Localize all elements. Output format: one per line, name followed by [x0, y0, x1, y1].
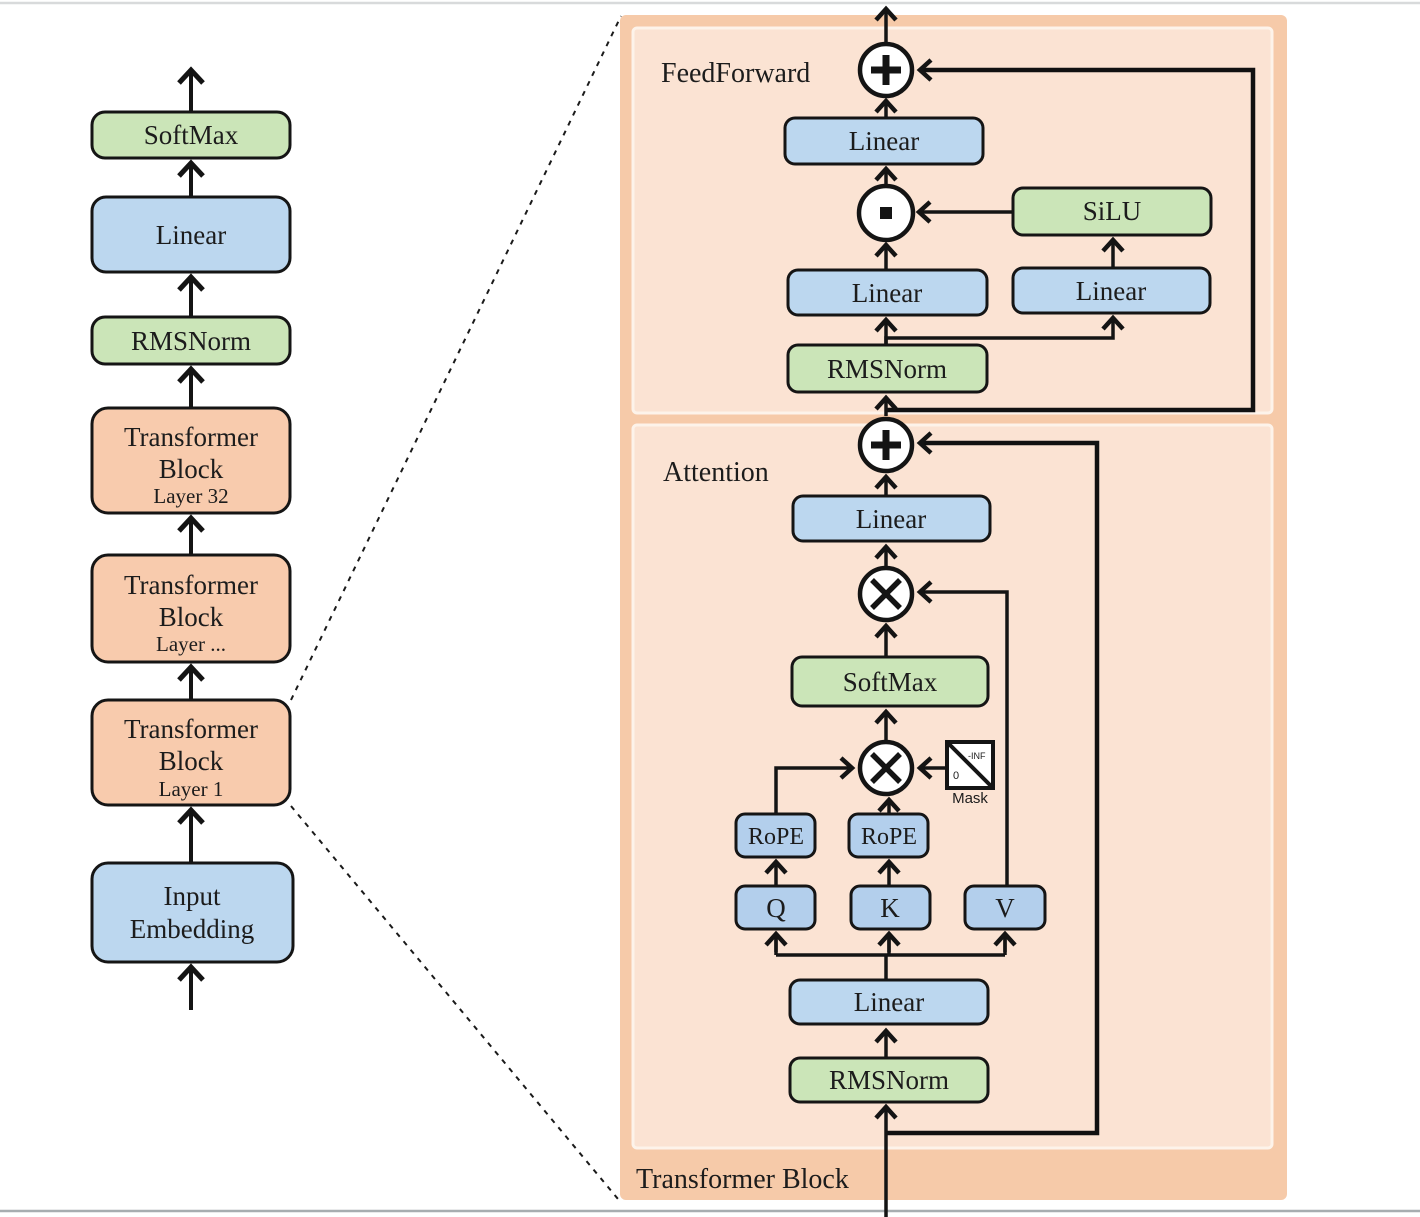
softmax-box — [90, 110, 292, 160]
ff-rmsnorm-label: RMSNorm — [827, 354, 947, 384]
mask-icon: -INF 0 Mask — [945, 740, 995, 807]
tb1-line2: Block — [159, 746, 224, 776]
tb32-line1: Transformer — [124, 422, 258, 452]
input-embedding-line2: Embedding — [130, 914, 254, 944]
tbmid-line1: Transformer — [124, 570, 258, 600]
feedforward-connectors — [874, 5, 1125, 416]
ff-dot-glyph — [880, 207, 892, 219]
att-linear-out-label: Linear — [856, 504, 926, 534]
attention-residual-line — [886, 431, 1100, 1136]
tb1-line1: Transformer — [124, 714, 258, 744]
model-stack: SoftMax Linear RMSNorm Transformer Block… — [90, 66, 295, 1010]
tbmid-line2: Block — [159, 602, 224, 632]
ff-plus-glyph — [871, 55, 901, 85]
transformer-block-detail: Transformer Block FeedForward Attention … — [620, 5, 1287, 1217]
q-box — [734, 884, 817, 931]
rope-q-label: RoPE — [748, 824, 804, 850]
rmsnorm-box — [90, 315, 292, 366]
ff-linear-out-label: Linear — [849, 126, 919, 156]
zoom-link-top — [290, 15, 622, 701]
k-label: K — [880, 893, 900, 923]
input-embedding-line1: Input — [164, 881, 221, 911]
zoom-link-lines — [290, 15, 622, 1200]
transformer-block-32-box — [90, 406, 292, 515]
linear-label: Linear — [156, 220, 226, 250]
detail-block-label: Transformer Block — [636, 1164, 849, 1195]
softmax-label: SoftMax — [144, 120, 239, 150]
v-box — [963, 884, 1047, 931]
ff-rmsnorm-box — [786, 343, 989, 394]
zoom-link-bottom — [290, 805, 619, 1200]
ff-silu-box — [1011, 186, 1213, 237]
att-matmul-qk-glyph — [870, 752, 902, 784]
transformer-block-layer-mid: Transformer Block Layer ... — [90, 553, 292, 664]
att-plus-glyph — [871, 430, 901, 460]
att-linear-in-label: Linear — [854, 987, 924, 1017]
ff-linear-right-label: Linear — [1076, 276, 1146, 306]
att-linear-in-box — [788, 978, 990, 1026]
tb1-layer: Layer 1 — [159, 777, 224, 801]
mask-zero-label: 0 — [953, 770, 959, 782]
rope-k-label: RoPE — [861, 824, 917, 850]
att-rmsnorm-label: RMSNorm — [829, 1065, 949, 1095]
input-embedding: Input Embedding — [90, 861, 295, 964]
transformer-block-1-box — [90, 698, 292, 807]
att-matmul-av-glyph — [870, 578, 902, 610]
ff-linear-right-box — [1011, 266, 1212, 315]
tb32-layer: Layer 32 — [153, 484, 228, 508]
transformer-block-layer-32: Transformer Block Layer 32 — [90, 406, 292, 515]
transformer-block-layer-1: Transformer Block Layer 1 — [90, 698, 292, 807]
ff-linear-out-box — [783, 116, 985, 166]
attention-label: Attention — [663, 457, 769, 488]
linear-box — [90, 195, 292, 274]
rmsnorm-label: RMSNorm — [131, 326, 251, 356]
att-softmax-label: SoftMax — [843, 667, 938, 697]
att-rmsnorm-box — [788, 1056, 990, 1104]
mask-diagonal — [945, 740, 995, 790]
feedforward-residual-line — [886, 58, 1256, 413]
mask-neg-inf-label: -INF — [968, 751, 986, 761]
feedforward-label: FeedForward — [661, 58, 810, 89]
k-box — [849, 884, 932, 931]
v-label: V — [995, 893, 1015, 923]
ff-linear-left-box — [786, 268, 989, 317]
q-label: Q — [766, 893, 786, 923]
rope-k-box — [847, 812, 930, 859]
ff-silu-label: SiLU — [1083, 196, 1142, 226]
attention-connectors — [764, 473, 1017, 1217]
input-embedding-box — [90, 861, 295, 964]
ff-linear-left-label: Linear — [852, 278, 922, 308]
att-linear-out-box — [791, 494, 992, 543]
tb32-line2: Block — [159, 454, 224, 484]
rope-q-box — [734, 812, 817, 859]
att-softmax-box — [790, 655, 990, 708]
mask-label: Mask — [952, 790, 988, 807]
tbmid-layer: Layer ... — [156, 632, 226, 656]
transformer-block-mid-box — [90, 553, 292, 664]
